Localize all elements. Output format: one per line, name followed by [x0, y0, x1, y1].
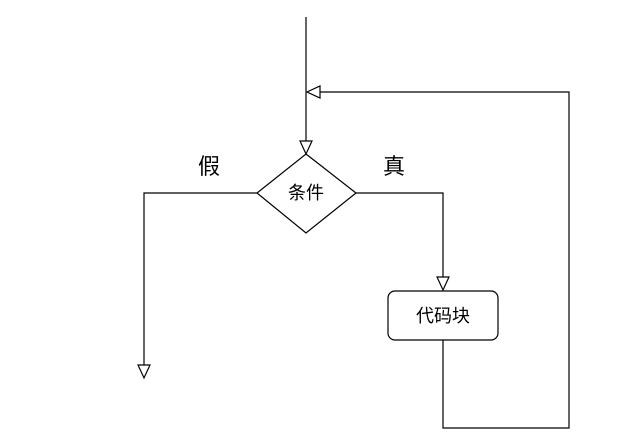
true-branch-edge [356, 192, 444, 277]
code-block-label: 代码块 [416, 306, 470, 327]
false-branch-arrowhead [137, 364, 151, 380]
loop-back-arrowhead [305, 85, 321, 99]
true-branch-arrowhead [436, 276, 450, 292]
loop-back-edge [320, 91, 570, 429]
false-branch-edge [143, 192, 257, 365]
code-block-box [387, 290, 499, 341]
condition-label: 条件 [288, 183, 324, 204]
code-block-node: 代码块 [387, 290, 499, 341]
false-branch-label: 假 [198, 155, 220, 180]
true-branch-label: 真 [383, 155, 405, 180]
condition-node: 条件 [256, 153, 357, 234]
condition-diamond [256, 153, 357, 234]
entry-arrowhead [299, 140, 313, 156]
